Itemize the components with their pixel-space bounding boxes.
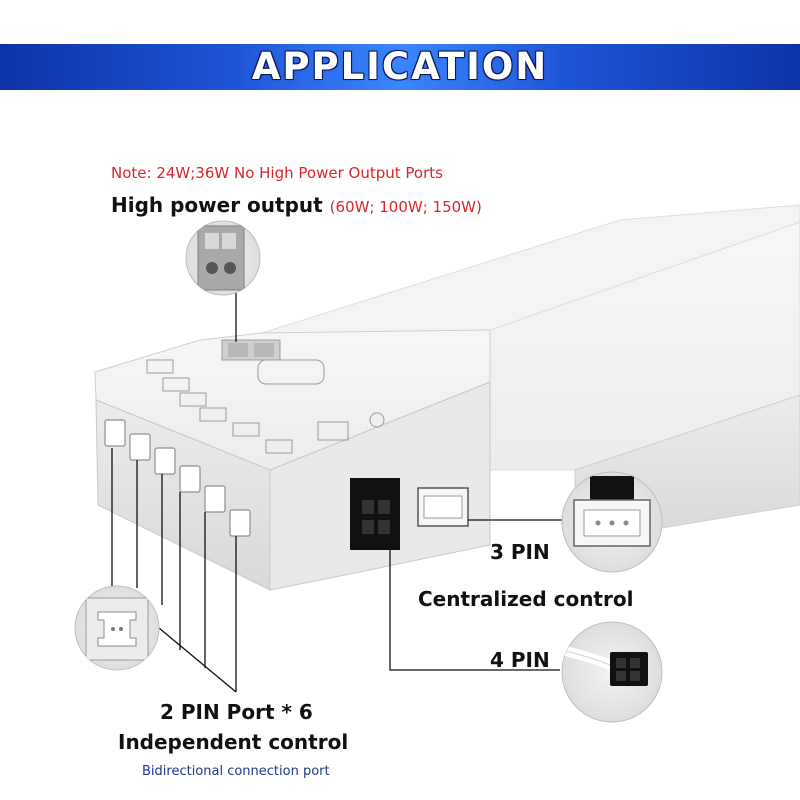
top-markings xyxy=(146,359,385,454)
bidirectional-port-label: Bidirectional connection port xyxy=(142,764,330,779)
high-power-watts: (60W; 100W; 150W) xyxy=(329,198,482,216)
three-pin-label: 3 PIN xyxy=(490,540,550,564)
zoom-four-pin-icon xyxy=(561,621,663,723)
power-note: Note: 24W;36W No High Power Output Ports xyxy=(111,164,443,182)
header-banner xyxy=(0,44,800,90)
high-power-title: High power output xyxy=(111,193,323,217)
independent-control-label: Independent control xyxy=(118,730,349,754)
two-pin-ports xyxy=(104,419,251,537)
two-pin-port-label: 2 PIN Port * 6 xyxy=(160,700,313,724)
zoom-two-pin-icon xyxy=(74,585,160,671)
four-pin-label: 4 PIN xyxy=(490,648,550,672)
page-title: APPLICATION xyxy=(251,45,549,88)
leader-lines xyxy=(111,292,562,693)
zoom-three-pin-icon xyxy=(561,471,663,573)
three-pin-port xyxy=(417,487,469,527)
connector-block xyxy=(94,329,491,591)
four-pin-port xyxy=(350,478,400,550)
high-power-heading: High power output (60W; 100W; 150W) xyxy=(111,193,482,217)
zoom-high-power-icon xyxy=(185,220,261,296)
high-power-terminal xyxy=(221,339,281,361)
centralized-control-label: Centralized control xyxy=(418,587,634,611)
